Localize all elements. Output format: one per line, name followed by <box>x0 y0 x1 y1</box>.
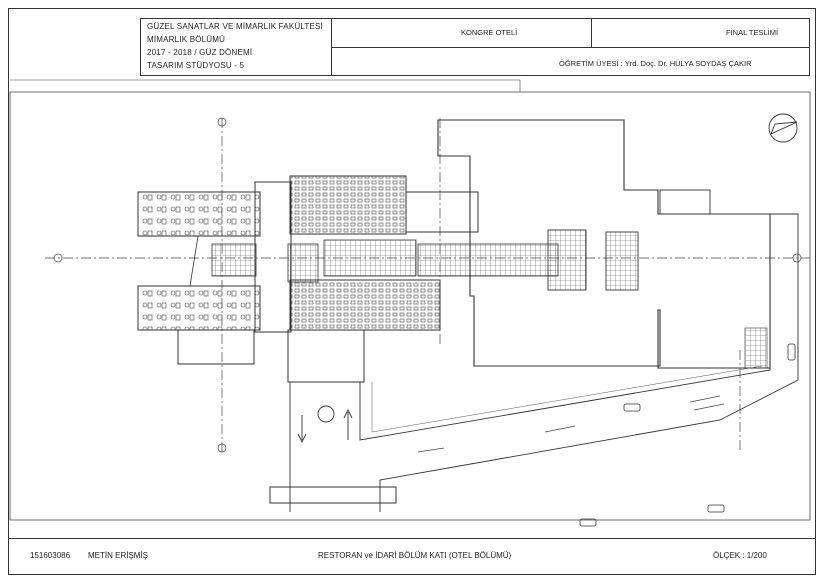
traffic-arrow-down <box>297 415 307 444</box>
west-wing-north-rooms <box>137 191 261 237</box>
hall-annex <box>659 189 711 215</box>
site-boundary <box>9 91 811 521</box>
restaurant-north <box>289 175 407 235</box>
service-block <box>287 329 365 383</box>
axis-marker-bottom <box>217 443 227 453</box>
entrance-gate <box>269 486 397 504</box>
restaurant-central-grid <box>323 239 417 277</box>
kitchen-block <box>405 191 479 233</box>
student-number: 151603086 <box>30 551 71 560</box>
footer-bar: 151603086 METİN ERİŞMİŞ RESTORAN ve İDAR… <box>8 538 816 575</box>
sheet-title: RESTORAN ve İDARİ BÖLÜM KATI (OTEL BÖLÜM… <box>318 551 512 560</box>
north-arrow-icon <box>768 113 798 143</box>
hall-loading <box>744 327 768 369</box>
car-1 <box>623 403 641 412</box>
traffic-arrows-road <box>417 395 725 453</box>
lobby-grid-west <box>211 243 257 277</box>
student-name: METİN ERİŞMİŞ <box>88 551 149 560</box>
central-stair <box>287 243 319 283</box>
studio-label: TASARIM STÜDYOSU - 5 <box>147 61 245 70</box>
term-label: 2017 - 2018 / GÜZ DÖNEMİ <box>147 48 253 57</box>
drawing-frame <box>8 8 816 575</box>
west-wing-terrace <box>177 329 255 365</box>
west-wing-corridor <box>138 235 199 287</box>
drawing-scale: ÖLÇEK : 1/200 <box>713 551 767 560</box>
restaurant-south <box>289 279 441 331</box>
car-4 <box>787 343 796 361</box>
axis-marker-top <box>217 117 227 127</box>
car-2 <box>579 518 597 527</box>
access-road-inner <box>371 365 763 433</box>
access-road-outer <box>289 213 799 512</box>
instructor-label: ÖĞRETİM ÜYESİ : Yrd. Doç. Dr. HÜLYA SOYD… <box>559 59 752 68</box>
title-block-separator <box>591 19 592 47</box>
department-name: MİMARLIK BÖLÜMÜ <box>147 35 226 44</box>
west-wing-south-rooms <box>137 285 261 331</box>
site-road-top <box>10 79 521 92</box>
axis-marker-left <box>53 253 63 263</box>
link-corridor-grid <box>417 243 559 277</box>
title-block: GÜZEL SANATLAR VE MİMARLIK FAKÜLTESİ MİM… <box>140 18 810 76</box>
faculty-name: GÜZEL SANATLAR VE MİMARLIK FAKÜLTESİ <box>147 22 323 31</box>
roundabout <box>317 405 335 423</box>
traffic-arrow-up <box>343 408 353 440</box>
phase-label: FİNAL TESLİMİ <box>726 28 779 37</box>
project-name: KONGRE OTELİ <box>461 28 518 37</box>
hall-grid-1 <box>547 229 587 291</box>
title-block-divider <box>331 47 809 48</box>
axis-marker-right <box>792 253 802 263</box>
hall-grid-2 <box>605 231 639 291</box>
congress-hall <box>437 119 771 369</box>
car-3 <box>707 504 725 513</box>
